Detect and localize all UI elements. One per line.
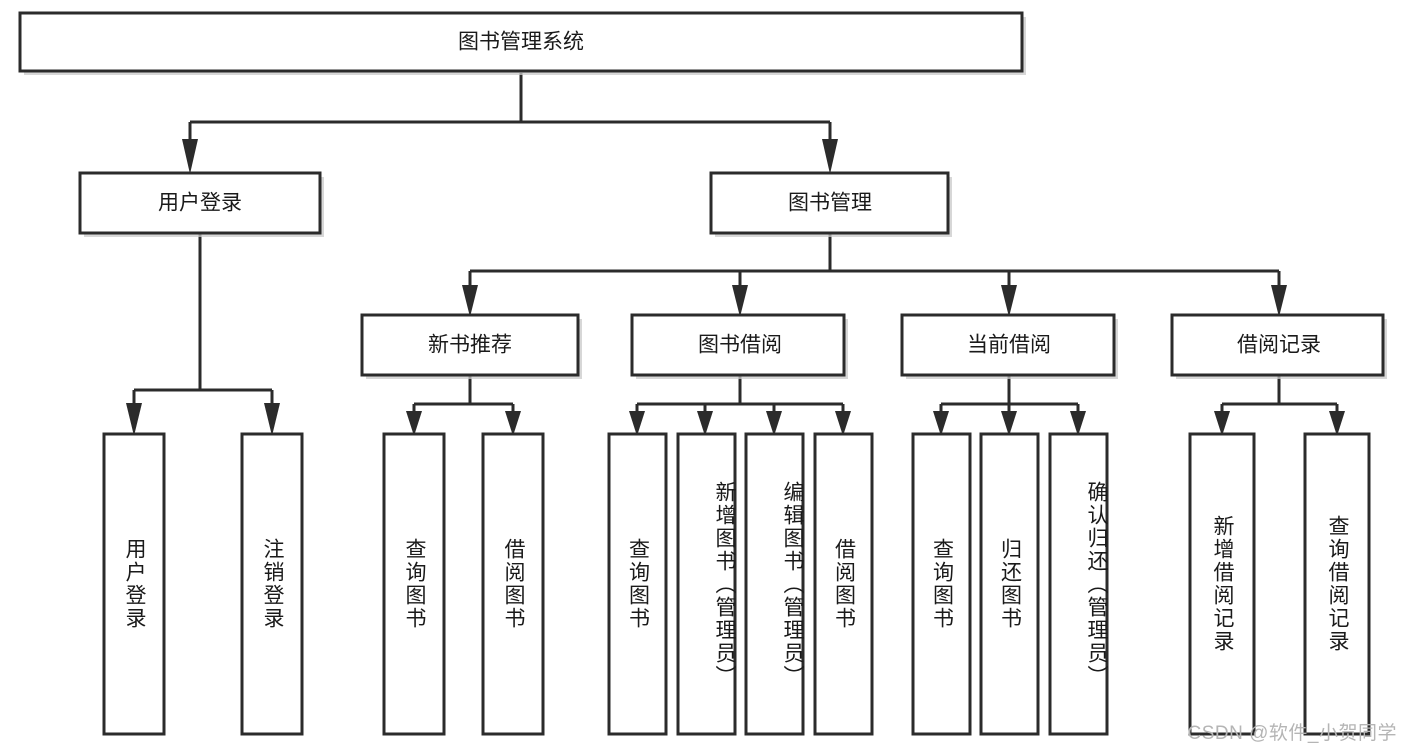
node-box-leaf-bookborrow-lend[interactable] bbox=[813, 432, 874, 736]
level2-label-user-login: 用户登录 bbox=[158, 192, 242, 215]
node-box-leaf-currentborrow-return[interactable] bbox=[979, 432, 1040, 736]
arrowhead-book-manage bbox=[822, 139, 838, 174]
arrowhead-borrowrecord-leaf-2 bbox=[1329, 411, 1345, 436]
node-box-leaf-record-query[interactable] bbox=[1303, 432, 1371, 736]
node-box-leaf-logout[interactable] bbox=[240, 432, 304, 736]
node-box-leaf-bookborrow-edit[interactable] bbox=[744, 432, 805, 736]
level3-label-borrow-record: 借阅记录 bbox=[1237, 334, 1321, 357]
node-box-root[interactable] bbox=[18, 11, 1024, 73]
node-box-leaf-newbook-query[interactable] bbox=[382, 432, 446, 736]
node-box-book-manage[interactable] bbox=[709, 171, 950, 235]
arrowhead-currentborrow-leaf-1 bbox=[933, 411, 949, 436]
node-box-new-book-recommend[interactable] bbox=[360, 313, 580, 377]
node-box-leaf-newbook-borrow[interactable] bbox=[481, 432, 545, 736]
arrowhead-leaf-logout bbox=[264, 403, 280, 436]
arrowhead-newbook-leaf-2 bbox=[505, 411, 521, 436]
arrowhead-borrowrecord-leaf-1 bbox=[1214, 411, 1230, 436]
node-box-group bbox=[18, 11, 1385, 736]
arrowhead-current-borrow bbox=[1001, 285, 1017, 317]
arrowhead-user-login bbox=[182, 139, 198, 174]
arrowhead-bookborrow-leaf-1 bbox=[629, 411, 645, 436]
arrowhead-new-book bbox=[462, 285, 478, 317]
level3-label-book-borrow: 图书借阅 bbox=[698, 334, 782, 357]
node-label-group: 图书管理系统 用户登录 图书管理 新书推荐 图书借阅 当前借阅 借阅记录 bbox=[158, 31, 1321, 357]
node-box-current-borrow[interactable] bbox=[900, 313, 1116, 377]
node-box-leaf-bookborrow-add[interactable] bbox=[676, 432, 737, 736]
csdn-watermark: CSDN @软件_小贺同学 bbox=[1187, 723, 1397, 744]
node-box-leaf-bookborrow-query[interactable] bbox=[607, 432, 668, 736]
node-box-leaf-user-login[interactable] bbox=[102, 432, 166, 736]
level3-label-new-book-recommend: 新书推荐 bbox=[428, 334, 512, 357]
node-box-borrow-record[interactable] bbox=[1170, 313, 1385, 377]
arrowhead-newbook-leaf-1 bbox=[406, 411, 422, 436]
arrowhead-borrow-record bbox=[1271, 285, 1287, 317]
node-box-user-login[interactable] bbox=[78, 171, 322, 235]
level3-label-current-borrow: 当前借阅 bbox=[967, 334, 1051, 357]
root-label: 图书管理系统 bbox=[458, 31, 584, 54]
level2-label-book-manage: 图书管理 bbox=[788, 192, 872, 215]
arrowhead-bookborrow-leaf-4 bbox=[835, 411, 851, 436]
node-box-book-borrow[interactable] bbox=[630, 313, 846, 377]
edge-group bbox=[126, 73, 1345, 436]
node-box-leaf-currentborrow-query[interactable] bbox=[911, 432, 972, 736]
arrowhead-currentborrow-leaf-3 bbox=[1070, 411, 1086, 436]
arrowhead-bookborrow-leaf-3 bbox=[766, 411, 782, 436]
arrowhead-currentborrow-leaf-2 bbox=[1001, 411, 1017, 436]
node-box-leaf-currentborrow-confirm[interactable] bbox=[1048, 432, 1109, 736]
arrowhead-book-borrow bbox=[732, 285, 748, 317]
arrowhead-leaf-user-login bbox=[126, 403, 142, 436]
node-box-leaf-record-add[interactable] bbox=[1188, 432, 1256, 736]
arrowhead-bookborrow-leaf-2 bbox=[697, 411, 713, 436]
